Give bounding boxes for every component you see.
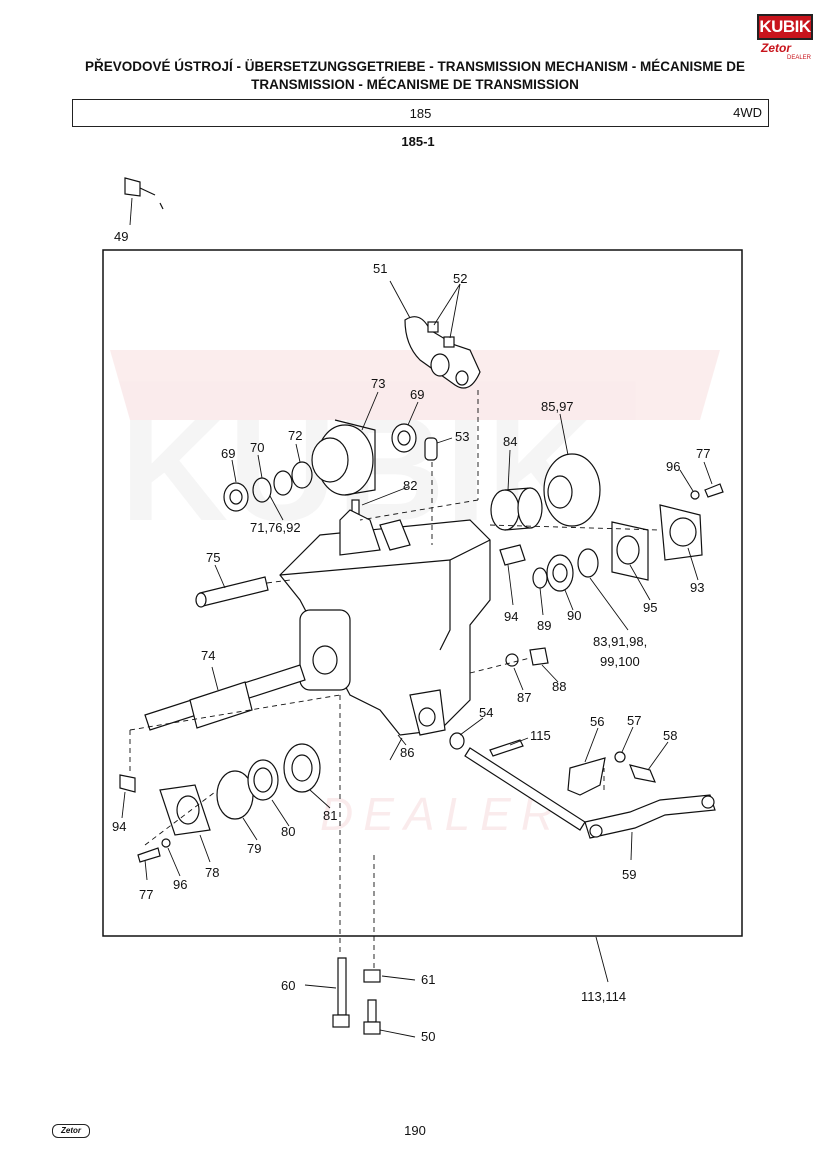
callout: 72 bbox=[288, 428, 302, 443]
watermark: KUBIK DEALER bbox=[110, 350, 720, 840]
callout: 75 bbox=[206, 550, 220, 565]
part-pin-53 bbox=[424, 437, 438, 461]
callout: 52 bbox=[453, 271, 467, 286]
callout: 49 bbox=[114, 229, 128, 244]
callout: 73 bbox=[371, 376, 385, 391]
callout: 83,91,98, bbox=[593, 634, 647, 649]
callout: 56 bbox=[590, 714, 604, 729]
callout: 89 bbox=[537, 618, 551, 633]
callout: 86 bbox=[400, 745, 414, 760]
callout: 95 bbox=[643, 600, 657, 615]
logo-sub: Zetor bbox=[761, 41, 791, 55]
callout: 99,100 bbox=[600, 654, 640, 669]
part-bolt-60 bbox=[337, 957, 347, 1016]
callout: 81 bbox=[323, 808, 337, 823]
callout: 77 bbox=[696, 446, 710, 461]
callout: 84 bbox=[503, 434, 517, 449]
part-nut-61 bbox=[363, 969, 381, 983]
figure-number: 185-1 bbox=[401, 134, 435, 149]
callout: 69 bbox=[221, 446, 235, 461]
page-title: PŘEVODOVÉ ÚSTROJÍ - ÜBERSETZUNGSGETRIEBE… bbox=[84, 59, 746, 92]
part-fork-51 bbox=[404, 316, 481, 389]
kubik-zetor-logo: KUBIK Zetor DEALER bbox=[757, 14, 813, 66]
logo-brand: KUBIK bbox=[757, 14, 813, 40]
callout: 88 bbox=[552, 679, 566, 694]
part-sleeve-84 bbox=[490, 489, 520, 531]
callout: 58 bbox=[663, 728, 677, 743]
callout: 94 bbox=[504, 609, 518, 624]
callout: 93 bbox=[690, 580, 704, 595]
callout: 74 bbox=[201, 648, 215, 663]
callout: 57 bbox=[627, 713, 641, 728]
callout: 85,97 bbox=[541, 399, 574, 414]
part-housing-86 bbox=[279, 519, 491, 736]
part-shaft-75 bbox=[199, 576, 269, 607]
callout: 115 bbox=[530, 728, 551, 743]
callout: 71,76,92 bbox=[250, 520, 301, 535]
part-fork-56 bbox=[567, 757, 606, 796]
callout: 87 bbox=[517, 690, 531, 705]
callout: 60 bbox=[281, 978, 295, 993]
callout: 70 bbox=[250, 440, 264, 455]
group-number: 185 bbox=[409, 106, 432, 121]
callout: 78 bbox=[205, 865, 219, 880]
callout: 90 bbox=[567, 608, 581, 623]
callout: 59 bbox=[622, 867, 636, 882]
callout: 53 bbox=[455, 429, 469, 444]
parts bbox=[119, 177, 724, 1035]
callout: 113,114 bbox=[581, 989, 626, 1004]
leader-lines bbox=[121, 197, 713, 1038]
part-pin-49 bbox=[124, 177, 141, 197]
callout: 77 bbox=[139, 887, 153, 902]
part-shaft-59 bbox=[464, 747, 586, 831]
callout: 79 bbox=[247, 841, 261, 856]
callout: 96 bbox=[173, 877, 187, 892]
callout-labels: 49 51 52 73 69 53 85,97 69 70 72 84 96 7… bbox=[112, 229, 710, 1044]
callout: 54 bbox=[479, 705, 493, 720]
svg-text:DEALER: DEALER bbox=[320, 788, 564, 840]
callout: 82 bbox=[403, 478, 417, 493]
callout: 61 bbox=[421, 972, 435, 987]
diagram-frame bbox=[102, 249, 743, 937]
page-number: 190 bbox=[404, 1123, 426, 1138]
callout: 51 bbox=[373, 261, 387, 276]
footer-zetor-logo: Zetor bbox=[52, 1124, 90, 1138]
callout: 94 bbox=[112, 819, 126, 834]
part-bolt-50 bbox=[367, 999, 377, 1023]
callout: 80 bbox=[281, 824, 295, 839]
callout: 50 bbox=[421, 1029, 435, 1044]
variant-label: 4WD bbox=[733, 105, 762, 120]
logo-dealer: DEALER bbox=[787, 55, 812, 61]
header-box: 185 4WD bbox=[72, 99, 769, 127]
callout: 69 bbox=[410, 387, 424, 402]
callout: 96 bbox=[666, 459, 680, 474]
